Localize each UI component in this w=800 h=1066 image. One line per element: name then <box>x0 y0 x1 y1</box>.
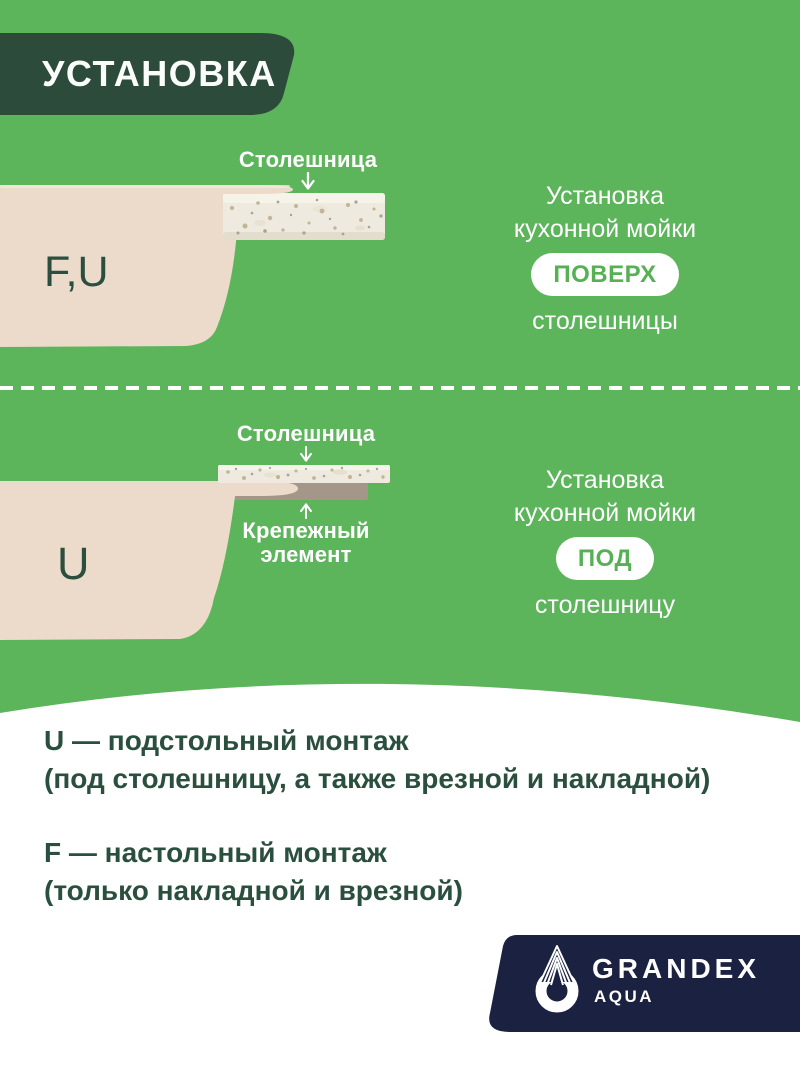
fastener-label-line2: элемент <box>260 542 352 567</box>
sink-body <box>0 185 240 347</box>
desc1-line3: столешницы <box>532 307 678 335</box>
sink-type-label-2: U <box>57 538 90 589</box>
legend-f-title: F — настольный монтаж <box>44 837 387 868</box>
legend-u: U — подстольный монтаж (под столешницу, … <box>44 722 784 798</box>
countertop-slab <box>218 465 390 483</box>
arrow-down-icon <box>300 446 312 462</box>
legend-u-note: (под столешницу, а также врезной и накла… <box>44 763 711 794</box>
desc1-line1: Установка <box>545 182 665 210</box>
desc2-line2: кухонной мойки <box>513 499 697 527</box>
sink-body <box>0 481 298 640</box>
brand-badge-shape <box>489 935 800 1032</box>
legend-block: U — подстольный монтаж (под столешницу, … <box>44 722 784 946</box>
legend-f: F — настольный монтаж (только накладной … <box>44 834 784 910</box>
page-title: УСТАНОВКА <box>42 53 277 94</box>
desc2-line3: столешницу <box>534 591 676 619</box>
legend-f-note: (только накладной и врезной) <box>44 875 463 906</box>
desc2-line1: Установка <box>545 466 665 494</box>
fastener-label: Крепежный элемент <box>226 519 386 567</box>
countertop-label-1: Столешница <box>238 147 378 172</box>
brand-subname: AQUA <box>594 987 655 1006</box>
sink-under-countertop-diagram <box>0 465 390 640</box>
arrow-down-icon <box>301 172 315 190</box>
arrow-up-icon <box>300 503 312 519</box>
countertop-label-2: Столешница <box>236 421 376 446</box>
desc1-line2: кухонной мойки <box>513 215 697 243</box>
sink-over-countertop-diagram <box>0 185 385 347</box>
bottom-wave <box>0 683 800 728</box>
dashed-divider <box>0 386 800 390</box>
brand-name: GRANDEX <box>592 953 761 984</box>
fastener-label-line1: Крепежный <box>242 518 370 543</box>
highlight-pill-over: ПОВЕРХ <box>531 253 679 296</box>
water-drop-icon <box>535 944 579 1013</box>
title-badge-shape <box>0 33 295 115</box>
highlight-pill-under: ПОД <box>555 537 655 580</box>
legend-u-title: U — подстольный монтаж <box>44 725 409 756</box>
description-section-1: Установка кухонной мойки ПОВЕРХ столешни… <box>460 180 750 338</box>
countertop-slab <box>223 193 385 240</box>
description-section-2: Установка кухонной мойки ПОД столешницу <box>460 464 750 622</box>
sink-type-label-1: F,U <box>44 248 109 296</box>
